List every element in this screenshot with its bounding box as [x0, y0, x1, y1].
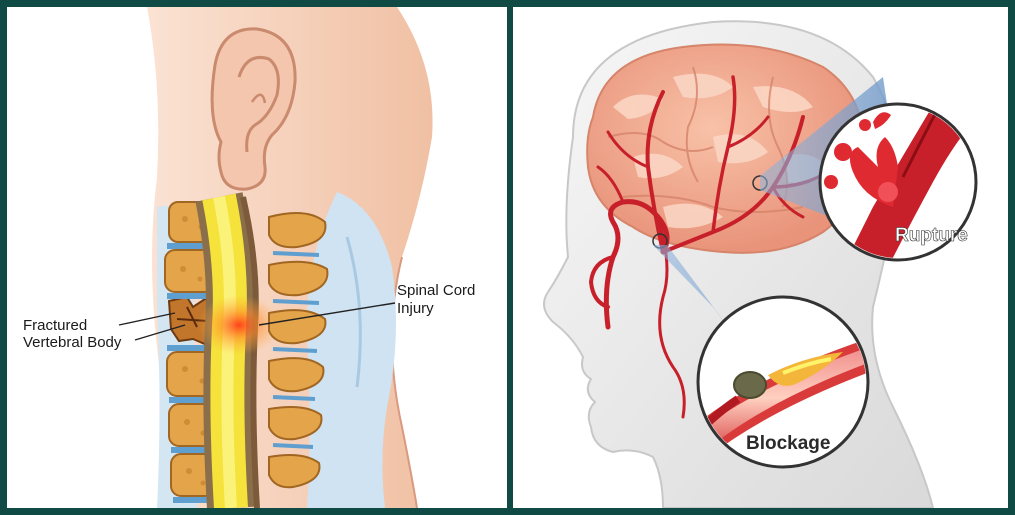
panel-divider: [507, 0, 513, 515]
